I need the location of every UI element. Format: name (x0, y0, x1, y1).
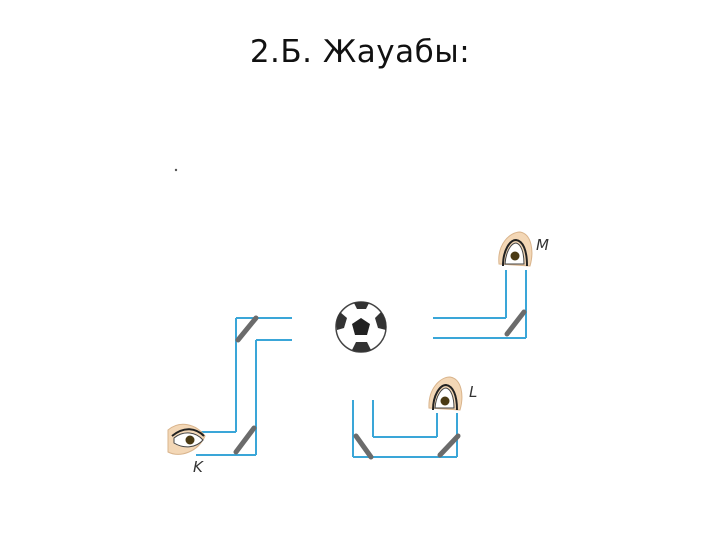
eye-icon-m (498, 231, 533, 267)
label-l: L (469, 383, 477, 401)
soccer-ball-icon (335, 301, 387, 353)
label-k: K (193, 458, 204, 476)
mirror-l-left (353, 433, 374, 460)
mirror-k-top (235, 315, 259, 343)
eye-icon-l (428, 376, 463, 411)
eye-icon-k (167, 423, 206, 455)
label-m: M (536, 236, 549, 254)
slide-title: 2.Б. Жауабы: (249, 34, 471, 70)
periscope-m (433, 270, 527, 339)
stray-dot (174, 168, 178, 172)
mirror-m (504, 309, 527, 337)
periscope-k (196, 317, 292, 456)
mirror-k-bottom (233, 425, 257, 455)
mirror-l-right (437, 433, 461, 458)
